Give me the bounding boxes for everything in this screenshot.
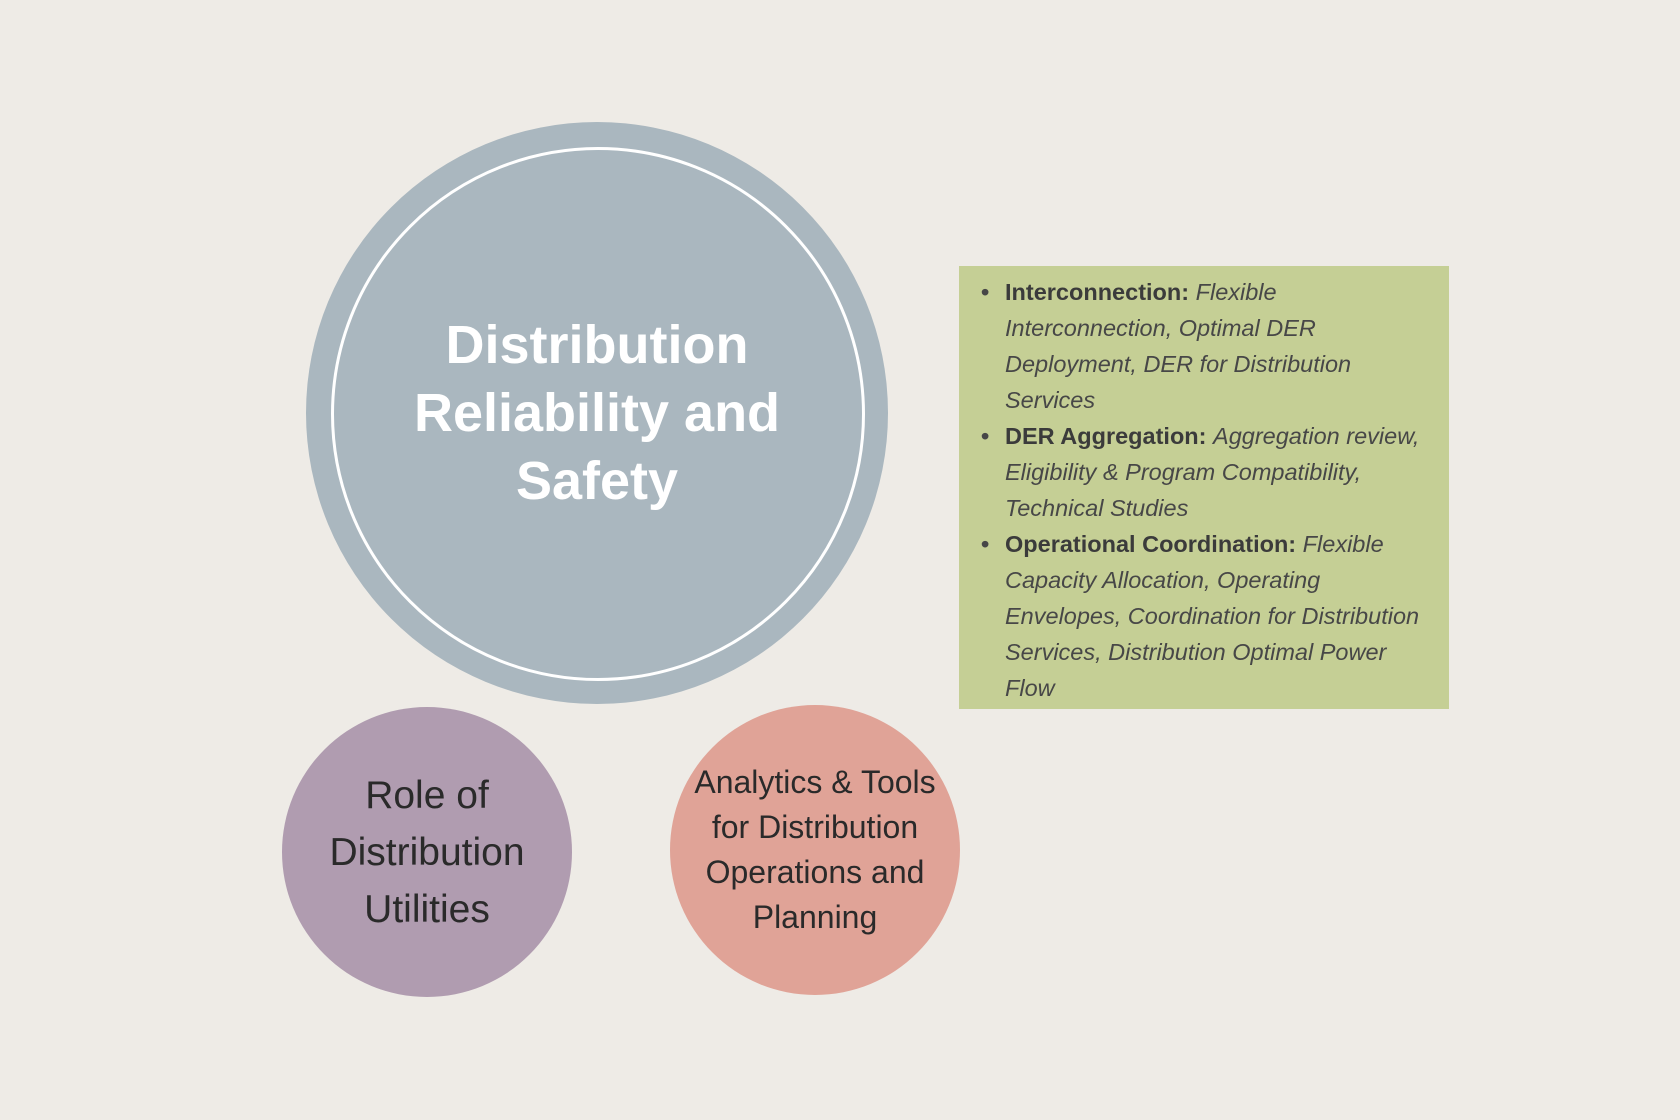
details-list: Interconnection: Flexible Interconnectio… — [971, 274, 1439, 706]
main-topic-circle: Distribution Reliability and Safety — [306, 122, 888, 704]
item-text: Flexible Interconnection, Optimal DER De… — [1005, 279, 1352, 413]
item-label: Operational Coordination: — [1005, 531, 1297, 557]
list-item: DER Aggregation: Aggregation review, Eli… — [971, 418, 1439, 526]
analytics-title: Analytics & Tools for Distribution Opera… — [694, 764, 936, 935]
role-circle: Role of Distribution Utilities — [282, 707, 572, 997]
list-item: Interconnection: Flexible Interconnectio… — [971, 274, 1439, 418]
item-text: Aggregation review, Eligibility & Progra… — [1005, 423, 1420, 521]
item-label: DER Aggregation: — [1005, 423, 1207, 449]
main-topic-title: Distribution Reliability and Safety — [413, 315, 781, 511]
item-text: Flexible Capacity Allocation, Operating … — [1005, 531, 1420, 701]
inner-ring — [331, 147, 865, 681]
analytics-circle: Analytics & Tools for Distribution Opera… — [670, 705, 960, 995]
item-label: Interconnection: — [1005, 279, 1190, 305]
list-item: Operational Coordination: Flexible Capac… — [971, 526, 1439, 706]
details-box: Interconnection: Flexible Interconnectio… — [959, 266, 1449, 709]
role-title: Role of Distribution Utilities — [329, 773, 525, 931]
